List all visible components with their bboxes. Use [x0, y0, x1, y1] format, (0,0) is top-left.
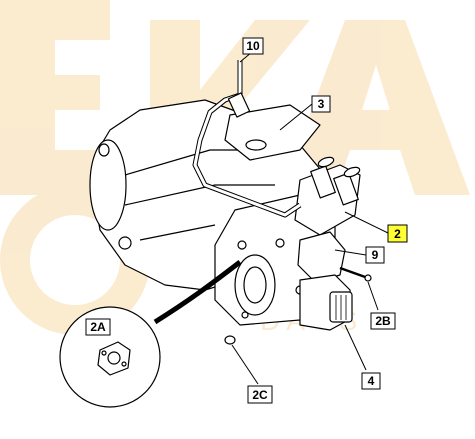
callout-9-label: 9: [372, 248, 379, 262]
detail-2a-circle: [59, 306, 161, 408]
callout-2b-label: 2B: [375, 314, 391, 328]
callout-10[interactable]: 10: [242, 37, 264, 55]
callout-2a-label: 2A: [90, 320, 106, 334]
callout-4-label: 4: [368, 374, 375, 388]
callout-3-label: 3: [318, 97, 325, 111]
callout-2a[interactable]: 2A: [85, 318, 111, 336]
pump-assembly: [89, 60, 372, 345]
callout-10-label: 10: [246, 39, 260, 53]
callout-2c-label: 2C: [252, 388, 268, 402]
callout-9[interactable]: 9: [365, 246, 385, 264]
callout-4[interactable]: 4: [361, 372, 381, 390]
callout-2b[interactable]: 2B: [370, 312, 396, 330]
callout-2c[interactable]: 2C: [247, 385, 273, 404]
callout-3[interactable]: 3: [311, 95, 331, 113]
callout-2-label: 2: [394, 227, 401, 241]
callout-2[interactable]: 2: [387, 224, 408, 243]
